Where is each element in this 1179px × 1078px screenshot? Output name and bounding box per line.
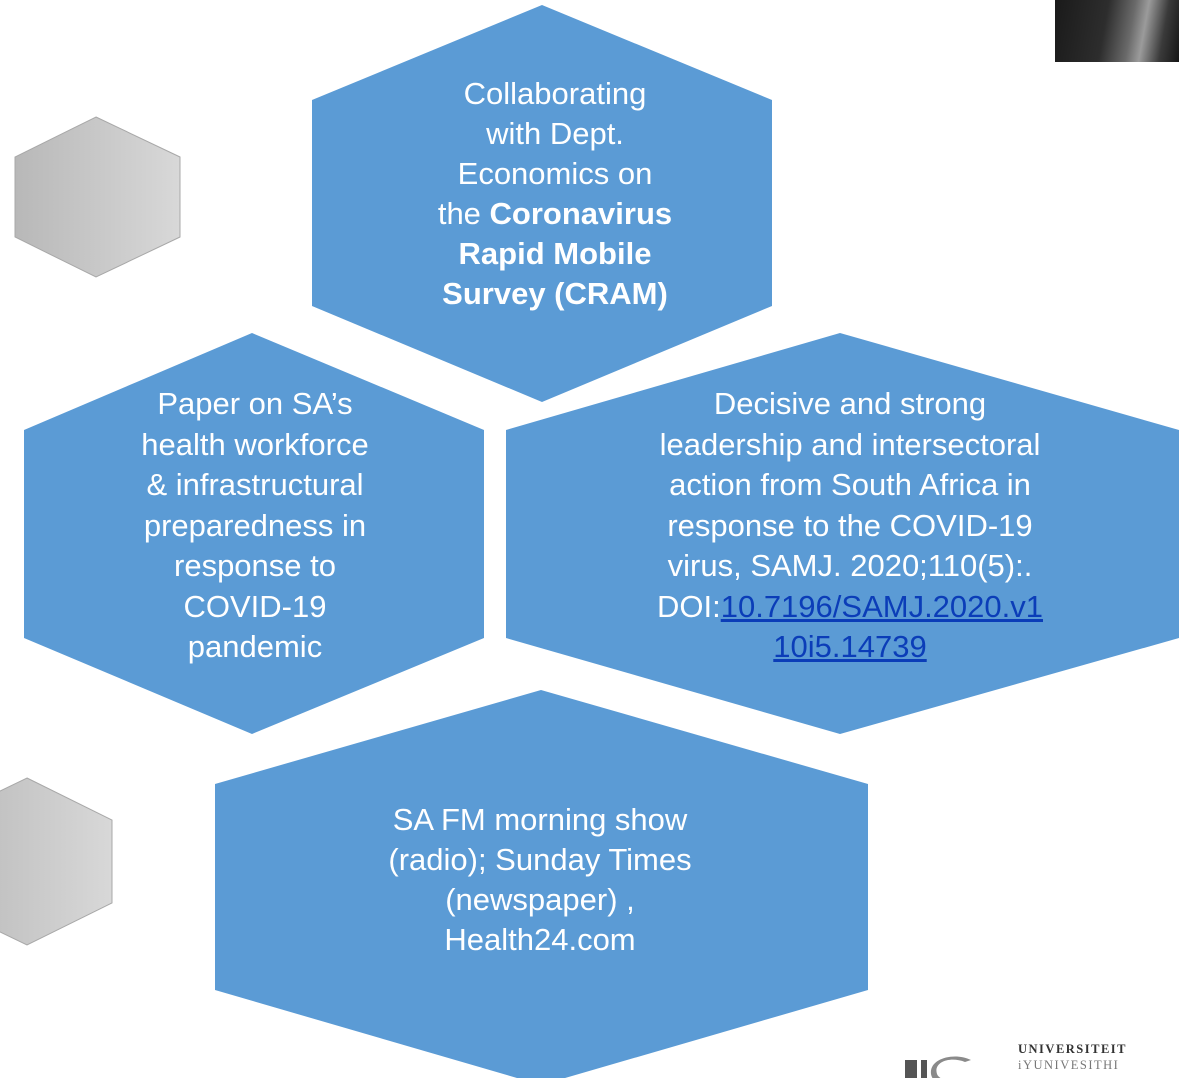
text-line: (radio); Sunday Times <box>388 842 692 877</box>
text-line: action from South Africa in <box>669 467 1031 502</box>
text-line: & infrastructural <box>146 467 364 502</box>
decorative-gray-hexagon-bottom <box>0 777 113 946</box>
text-line: health workforce <box>141 426 369 462</box>
hexagon-left <box>24 333 484 734</box>
text-line: virus, SAMJ. 2020;110(5):. <box>667 548 1033 583</box>
hexagon-top-text: Collaborating with Dept. Economics on th… <box>405 74 705 314</box>
text-line: pandemic <box>187 629 323 664</box>
text-line: Economics on <box>457 156 653 191</box>
hexagon-bottom <box>215 690 868 1078</box>
text-line: Health24.com <box>444 922 636 957</box>
decorative-gray-hexagon-top <box>14 116 181 278</box>
hexagon-top <box>312 5 772 402</box>
text-bold: Coronavirus <box>489 196 673 231</box>
doi-link[interactable]: 10.7196/SAMJ.2020.v1 <box>720 588 1043 624</box>
doi-link-continued[interactable]: 10i5.14739 <box>773 629 927 664</box>
hexagon-right-text: Decisive and strong leadership and inter… <box>600 384 1100 668</box>
doi-prefix: DOI: <box>656 588 721 624</box>
doi-line: DOI:10.7196/SAMJ.2020.v1 <box>600 587 1100 628</box>
text-line: preparedness in <box>143 507 367 543</box>
text-bold: Survey (CRAM) <box>442 276 668 311</box>
text-line: Decisive and strong <box>713 386 987 421</box>
university-logo: UNIVERSITEIT iYUNIVESITHI <box>905 1040 1179 1078</box>
text-line: response to the COVID-19 <box>667 507 1033 543</box>
text-line: (newspaper) , <box>445 882 635 917</box>
hexagon-right <box>506 333 1179 734</box>
text-line: leadership and intersectoral <box>659 426 1041 462</box>
speaker-video-thumbnail <box>1055 0 1179 62</box>
hexagon-left-text: Paper on SA’s health workforce & infrast… <box>95 384 415 668</box>
text-plain: the <box>437 196 490 231</box>
text-line: SA FM morning show <box>392 802 688 837</box>
text-line: response to <box>174 548 336 583</box>
text-line: COVID-19 <box>183 588 327 624</box>
text-line: with Dept. <box>486 116 624 151</box>
text-line: the Coronavirus <box>405 194 705 234</box>
university-logo-mark <box>905 1056 971 1078</box>
text-bold: Rapid Mobile <box>458 236 652 271</box>
logo-text-line1: UNIVERSITEIT <box>1018 1042 1128 1056</box>
text-line: Paper on SA’s <box>157 386 353 421</box>
text-line: Collaborating <box>463 76 647 111</box>
hexagon-bottom-text: SA FM morning show (radio); Sunday Times… <box>340 800 740 960</box>
logo-text-line2: iYUNIVESITHI <box>1018 1058 1120 1072</box>
